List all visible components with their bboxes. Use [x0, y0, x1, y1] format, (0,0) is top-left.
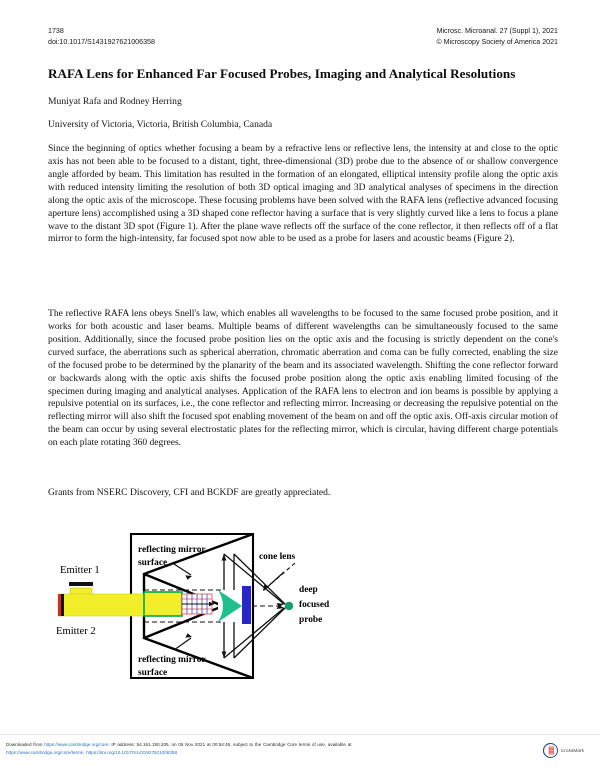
label-reflecting-mirror-bottom-line1: reflecting mirror — [138, 655, 206, 665]
doi-link[interactable]: https://doi.org/10.1017/S143192762100635… — [86, 750, 177, 756]
download-notice-separator: . — [83, 750, 87, 756]
copyright-line: © Microscopy Society of America 2021 — [436, 37, 558, 46]
label-cone-lens: cone lens — [259, 552, 296, 562]
cone-lens-plate — [242, 586, 251, 624]
emitter-1-source — [69, 582, 93, 586]
acknowledgements-paragraph: Grants from NSERC Discovery, CFI and BCK… — [48, 487, 331, 498]
cone-lens-dashed-leader — [271, 562, 296, 584]
ray-arrowheads — [221, 554, 284, 658]
ray-paths — [223, 553, 287, 659]
article-title: RAFA Lens for Enhanced Far Focused Probe… — [48, 66, 516, 81]
cambridge-terms-link[interactable]: https://www.cambridge.org/core/terms — [6, 750, 84, 756]
label-reflecting-mirror-top-line2: surface — [138, 558, 167, 568]
download-notice-prefix: Downloaded from — [6, 742, 45, 747]
crossmark-icon — [542, 743, 558, 758]
label-deep-focused-probe-line1: deep — [299, 585, 318, 595]
label-deep-focused-probe-line2: focused — [299, 600, 330, 610]
download-notice-middle: . IP address: 54.161.150.205, on 05 Nov … — [108, 742, 352, 747]
body-paragraph-1: Since the beginning of optics whether fo… — [48, 143, 558, 245]
download-notice-line-1: Downloaded from https://www.cambridge.or… — [6, 741, 476, 749]
footer-divider — [0, 734, 600, 735]
cambridge-core-link[interactable]: https://www.cambridge.org/core — [44, 742, 109, 747]
crossmark-label: CrossMark — [560, 748, 584, 753]
article-authors: Muniyat Rafa and Rodney Herring — [48, 96, 182, 107]
download-notice: Downloaded from https://www.cambridge.or… — [6, 741, 476, 758]
optic-axis-guides — [144, 589, 280, 623]
label-reflecting-mirror-top-line1: reflecting mirror — [138, 545, 206, 555]
label-deep-focused-probe-line3: probe — [299, 615, 322, 625]
aperture-grid — [181, 593, 214, 615]
label-emitter-2: Emitter 2 — [56, 626, 96, 637]
journal-citation: Microsc. Microanal. 27 (Suppl 1), 2021 — [436, 27, 558, 35]
label-emitter-1: Emitter 1 — [60, 565, 100, 576]
running-head-left: 1738 doi:10.1017/S1431927621006358 — [48, 26, 155, 48]
article-affiliation: University of Victoria, Victoria, Britis… — [48, 119, 273, 130]
label-leader-arrowheads — [185, 575, 269, 638]
emitter-2-source — [58, 594, 64, 616]
deep-focused-probe-point — [284, 601, 294, 611]
crossmark-badge[interactable]: CrossMark — [542, 743, 584, 758]
page-number: 1738 — [48, 27, 64, 35]
running-head-right: Microsc. Microanal. 27 (Suppl 1), 2021 ©… — [436, 26, 558, 48]
body-paragraph-2: The reflective RAFA lens obeys Snell's l… — [48, 308, 559, 449]
download-notice-line-2: https://www.cambridge.org/core/terms. ht… — [6, 749, 476, 757]
label-reflecting-mirror-bottom-line2: surface — [138, 668, 167, 678]
doi-text: doi:10.1017/S1431927621006358 — [48, 37, 155, 46]
figure-rafa-lens-schematic: reflecting mirror surface reflecting mir… — [48, 528, 348, 684]
cone-reflector — [218, 590, 242, 622]
running-head: 1738 doi:10.1017/S1431927621006358 Micro… — [48, 26, 558, 48]
emitted-beam — [57, 587, 183, 617]
